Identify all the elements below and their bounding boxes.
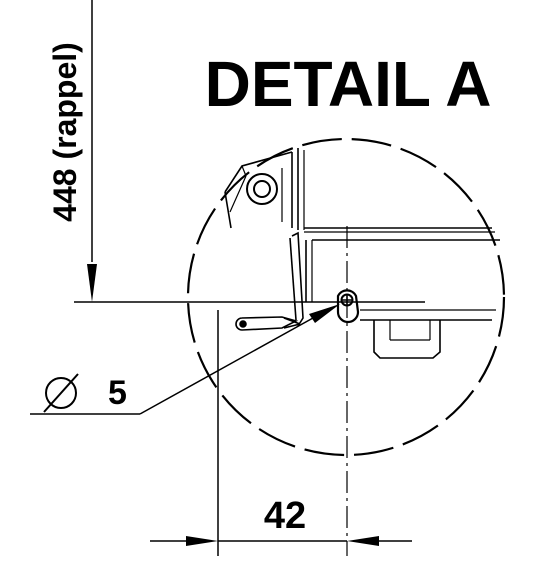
horizontal-dimension-line (150, 536, 412, 546)
diameter-symbol-circle (45, 377, 77, 409)
spring-clip (289, 231, 304, 327)
lever-handle (235, 316, 301, 331)
diameter-symbol-slash (43, 373, 79, 413)
diameter-leader-arrow (309, 304, 340, 323)
diameter-label: 5 (43, 373, 127, 413)
vertical-dimension-label: 448 (rappel) (47, 42, 83, 222)
machine-body (224, 148, 500, 359)
diameter-leader-line (139, 317, 314, 415)
bolt-head (246, 173, 278, 205)
detail-circle (186, 137, 506, 457)
diameter-value: 5 (108, 374, 127, 412)
detail-title: DETAIL A (205, 48, 492, 120)
vertical-dimension-arrow (87, 264, 97, 302)
hole-fastener (336, 289, 360, 324)
horizontal-dimension-label: 42 (264, 495, 306, 537)
